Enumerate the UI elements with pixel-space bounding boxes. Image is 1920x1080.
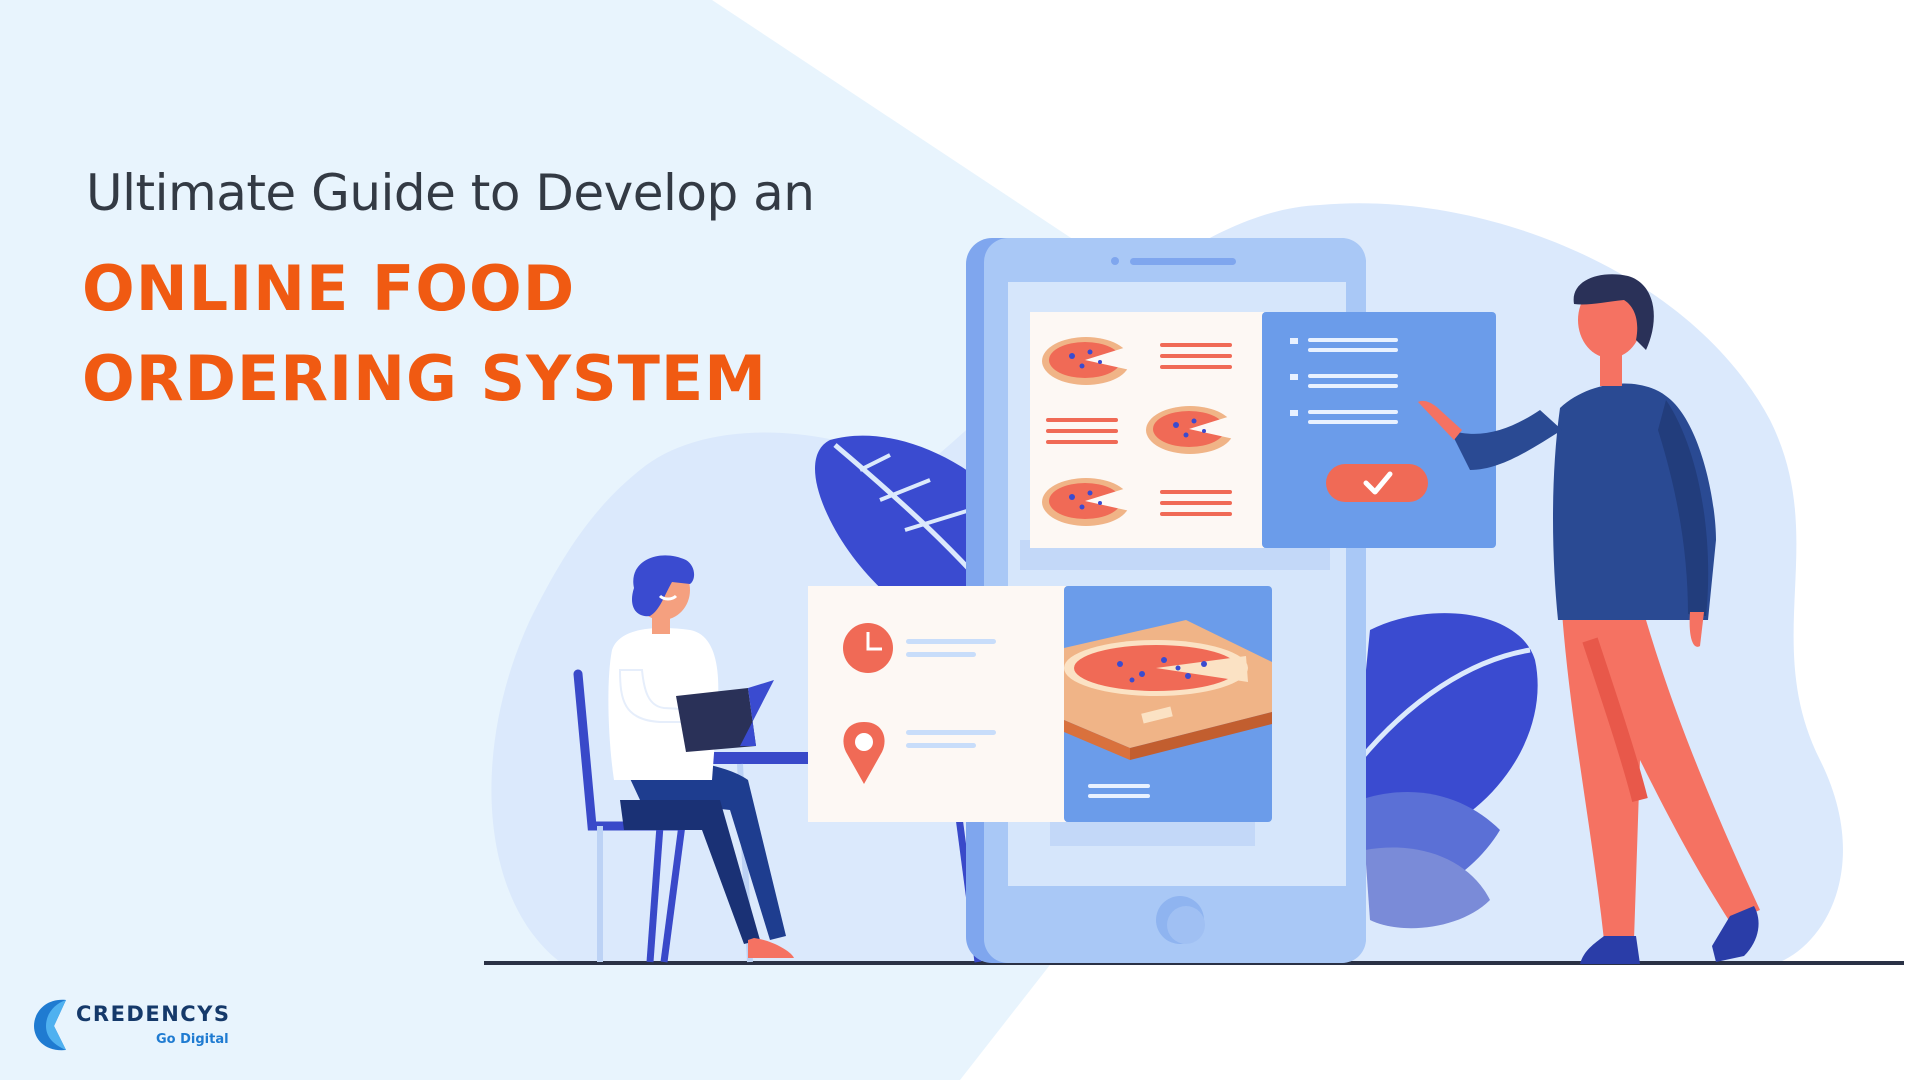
location-pin-icon (843, 722, 885, 784)
credencys-logo-icon (34, 999, 66, 1051)
headline: Ultimate Guide to Develop an (86, 164, 815, 222)
man-pointing-illustration (1418, 274, 1760, 964)
leaf-right-illustration (1354, 613, 1538, 929)
menu-card (1030, 312, 1496, 548)
menu-item-text (1046, 343, 1232, 516)
woman-with-laptop-illustration (608, 555, 794, 958)
checkmark-icon (1326, 464, 1428, 502)
order-summary-lines (1290, 338, 1398, 424)
brand-tagline: Go Digital (156, 1032, 229, 1047)
title-line-2: ORDERING SYSTEM (82, 342, 767, 415)
pizza-box-illustration (1064, 620, 1272, 760)
delivery-card (808, 586, 1272, 822)
title-line-1: ONLINE FOOD (82, 252, 576, 325)
clock-icon (843, 623, 893, 673)
brand-logo[interactable]: CREDENCYS Go Digital (32, 996, 262, 1056)
pizza-slice-icon (1146, 406, 1234, 454)
brand-name: CREDENCYS (76, 1002, 231, 1026)
pizza-slice-icon (1042, 478, 1130, 526)
pizza-slice-icon (1042, 337, 1130, 385)
